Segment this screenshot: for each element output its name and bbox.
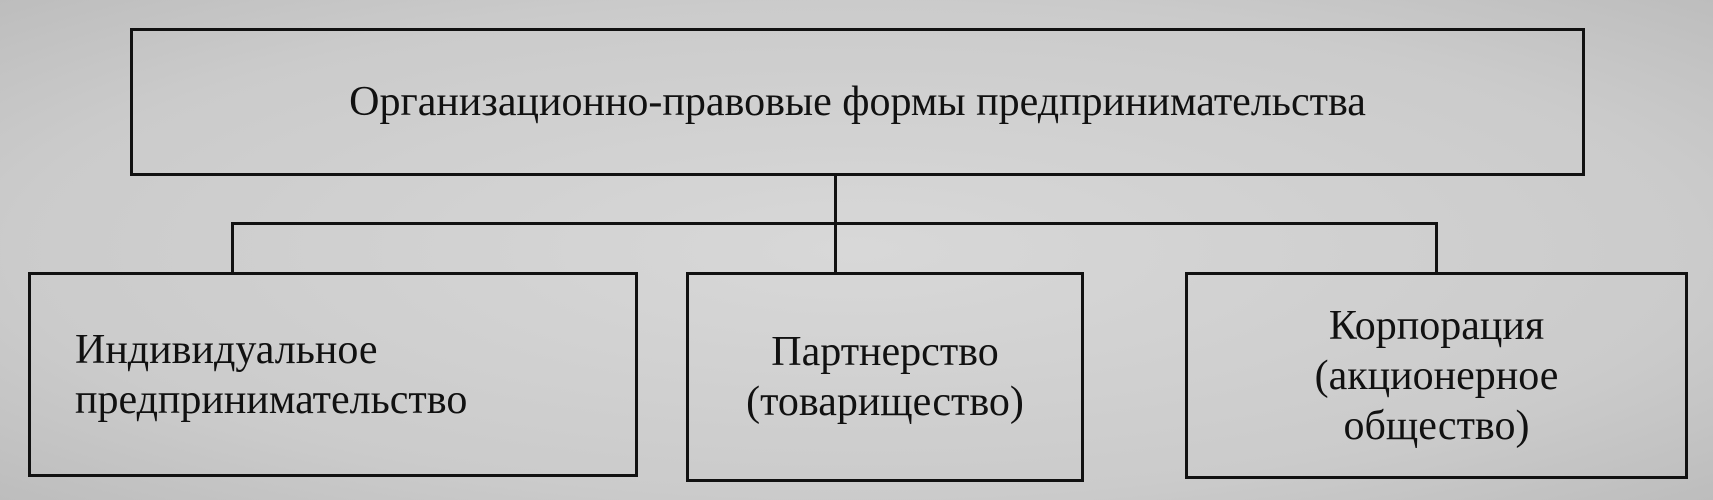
node-partnership: Партнерство (товарищество): [686, 272, 1084, 482]
node-partnership-text: Партнерство (товарищество): [746, 327, 1024, 427]
node-partnership-line-2: (товарищество): [746, 379, 1024, 425]
node-individual-text: Индивидуальное предпринимательство: [75, 325, 467, 425]
node-corporation-line-2: (акционерное: [1314, 352, 1559, 399]
connector-to-partnership: [834, 222, 837, 272]
connector-root-trunk: [834, 176, 837, 224]
node-individual-line-2: предпринимательство: [75, 376, 468, 423]
node-individual-entrepreneurship: Индивидуальное предпринимательство: [28, 272, 638, 477]
node-individual-line-1: Индивидуальное: [75, 326, 378, 373]
node-corporation-line-3: общество): [1343, 402, 1530, 449]
root-node-label: Организационно-правовые формы предприним…: [349, 79, 1366, 125]
connector-to-individual: [231, 222, 234, 272]
root-node: Организационно-правовые формы предприним…: [130, 28, 1585, 176]
node-corporation-text: Корпорация (акционерное общество): [1315, 301, 1559, 451]
node-corporation-line-1: Корпорация: [1328, 302, 1545, 349]
node-corporation: Корпорация (акционерное общество): [1185, 272, 1688, 479]
connector-to-corporation: [1435, 222, 1438, 272]
node-partnership-line-1: Партнерство: [771, 329, 999, 375]
